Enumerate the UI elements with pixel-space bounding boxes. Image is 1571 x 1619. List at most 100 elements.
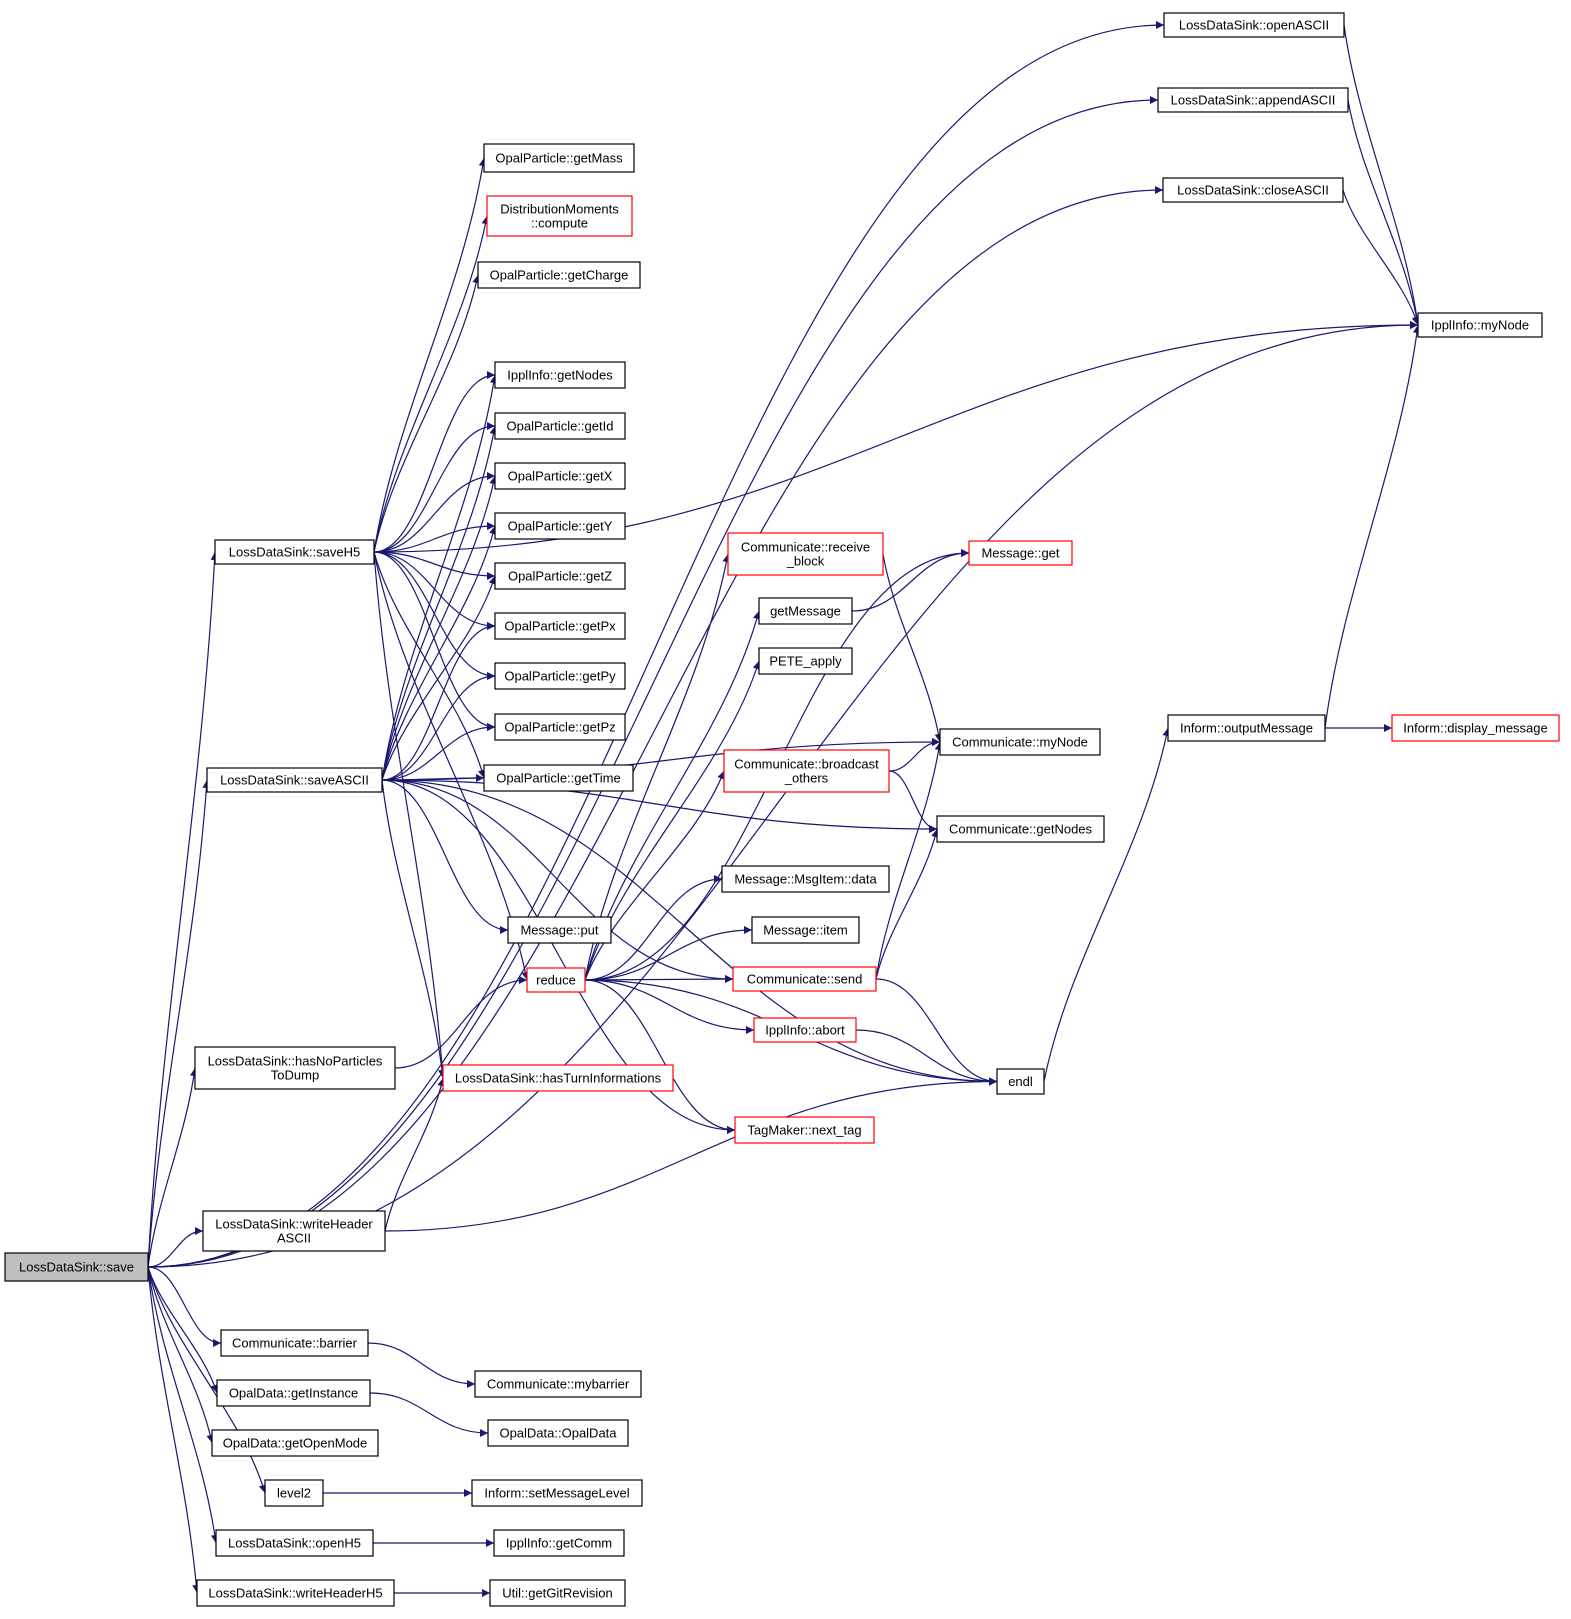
node-barrier[interactable]: Communicate::barrier xyxy=(220,1329,369,1357)
edge-line xyxy=(381,374,498,781)
node-get-charge[interactable]: OpalParticle::getCharge xyxy=(477,261,641,289)
node-comm-get-nodes[interactable]: Communicate::getNodes xyxy=(936,815,1105,843)
node-label: Communicate::barrier xyxy=(232,1336,358,1351)
node-msg-item-data[interactable]: Message::MsgItem::data xyxy=(721,865,890,893)
edge-line xyxy=(373,472,496,553)
edge-saveascii-to-getpy xyxy=(381,672,496,781)
node-get-pz[interactable]: OpalParticle::getPz xyxy=(494,713,626,741)
node-comm-send[interactable]: Communicate::send xyxy=(732,966,877,992)
edge-writeheaderascii-to-hasturninfo xyxy=(384,1077,446,1232)
node-box xyxy=(474,1370,642,1398)
node-endl[interactable]: endl xyxy=(996,1068,1045,1095)
edge-hasnoparticles-to-reduce xyxy=(394,976,528,1069)
edge-line xyxy=(384,1077,998,1232)
node-get-open-mode[interactable]: OpalData::getOpenMode xyxy=(211,1429,379,1457)
edge-line xyxy=(875,741,943,980)
node-ippl-my-node[interactable]: IpplInfo::myNode xyxy=(1417,312,1543,338)
node-save-ascii[interactable]: LossDataSink::saveASCII xyxy=(206,767,383,793)
node-get-px[interactable]: OpalParticle::getPx xyxy=(494,612,626,640)
node-label: _block xyxy=(786,554,825,569)
edge-line xyxy=(381,672,496,781)
edge-saveascii-to-msgput xyxy=(381,779,509,934)
edge-saveascii-to-hasturninfo xyxy=(381,779,447,1079)
node-output-message[interactable]: Inform::outputMessage xyxy=(1167,714,1326,742)
node-get-py[interactable]: OpalParticle::getPy xyxy=(494,662,626,690)
node-save-h5[interactable]: LossDataSink::saveH5 xyxy=(214,539,375,565)
node-box xyxy=(494,713,626,741)
edge-saveascii-to-getx xyxy=(381,475,498,781)
edge-save-to-closeascii xyxy=(147,186,1164,1268)
node-save[interactable]: LossDataSink::save xyxy=(4,1252,149,1282)
node-get-comm[interactable]: IpplInfo::getComm xyxy=(493,1529,625,1557)
node-label: Communicate::receive xyxy=(741,540,870,555)
node-box xyxy=(1162,177,1344,203)
edge-line xyxy=(1324,324,1421,729)
node-box xyxy=(196,1579,395,1607)
node-reduce[interactable]: reduce xyxy=(526,967,586,993)
node-label: OpalParticle::getPx xyxy=(504,619,616,634)
node-level2[interactable]: level2 xyxy=(264,1479,324,1507)
node-write-header-h5[interactable]: LossDataSink::writeHeaderH5 xyxy=(196,1579,395,1607)
edge-saveh5-to-hasturninfo xyxy=(373,551,447,1079)
node-box xyxy=(264,1479,324,1507)
node-box xyxy=(494,562,626,590)
node-box xyxy=(1163,12,1345,38)
node-label: OpalParticle::getPz xyxy=(504,720,615,735)
node-comm-my-node[interactable]: Communicate::myNode xyxy=(939,728,1101,756)
node-get-time[interactable]: OpalParticle::getTime xyxy=(483,764,634,792)
node-get-x[interactable]: OpalParticle::getX xyxy=(494,462,626,490)
node-open-h5[interactable]: LossDataSink::openH5 xyxy=(215,1529,374,1557)
node-dm-compute[interactable]: DistributionMoments::compute xyxy=(486,195,633,237)
edge-line xyxy=(1043,727,1171,1082)
node-mybarrier[interactable]: Communicate::mybarrier xyxy=(474,1370,642,1398)
node-label: level2 xyxy=(277,1486,311,1501)
edge-reduce-to-ipplabort xyxy=(584,979,755,1034)
node-box xyxy=(4,1252,149,1282)
node-label: LossDataSink::writeHeader xyxy=(215,1217,373,1232)
node-label: LossDataSink::hasNoParticles xyxy=(208,1054,383,1069)
node-msg-put[interactable]: Message::put xyxy=(507,916,612,944)
node-get-id[interactable]: OpalParticle::getId xyxy=(494,412,626,440)
node-display-message[interactable]: Inform::display_message xyxy=(1391,714,1560,742)
node-opal-data[interactable]: OpalData::OpalData xyxy=(487,1419,629,1447)
edge-line xyxy=(584,979,755,1034)
edge-getinstance-to-opaldata xyxy=(369,1392,489,1437)
edge-line xyxy=(888,770,938,833)
node-open-ascii[interactable]: LossDataSink::openASCII xyxy=(1163,12,1345,38)
node-label: LossDataSink::save xyxy=(19,1260,134,1275)
edge-saveh5-to-gety xyxy=(373,522,496,553)
node-label: OpalParticle::getX xyxy=(508,469,613,484)
nodes-layer: LossDataSink::save LossDataSink::openASCI… xyxy=(4,12,1560,1607)
node-broadcast-others[interactable]: Communicate::broadcast_others xyxy=(723,749,890,793)
node-get-git-revision[interactable]: Util::getGitRevision xyxy=(489,1579,626,1607)
node-msg-get[interactable]: Message::get xyxy=(968,540,1073,566)
node-receive-block[interactable]: Communicate::receive_block xyxy=(727,532,884,576)
edge-saveascii-to-getid xyxy=(381,425,498,781)
node-has-turn-info[interactable]: LossDataSink::hasTurnInformations xyxy=(442,1064,674,1092)
edge-line xyxy=(147,1266,222,1347)
node-ippl-abort[interactable]: IpplInfo::abort xyxy=(753,1017,857,1043)
node-append-ascii[interactable]: LossDataSink::appendASCII xyxy=(1157,87,1349,113)
node-set-message-level[interactable]: Inform::setMessageLevel xyxy=(471,1479,643,1507)
node-pete-apply[interactable]: PETE_apply xyxy=(758,647,853,675)
edge-saveascii-to-getz xyxy=(381,575,497,781)
node-get-instance[interactable]: OpalData::getInstance xyxy=(216,1379,371,1407)
node-box xyxy=(486,195,633,237)
node-get-message[interactable]: getMessage xyxy=(758,597,853,625)
edge-line xyxy=(373,422,496,553)
node-get-y[interactable]: OpalParticle::getY xyxy=(494,512,626,540)
edge-saveascii-to-endl xyxy=(381,779,998,1086)
node-get-z[interactable]: OpalParticle::getZ xyxy=(494,562,626,590)
node-msg-item[interactable]: Message::item xyxy=(751,916,860,944)
edge-line xyxy=(1347,99,1421,326)
node-ippl-get-nodes[interactable]: IpplInfo::getNodes xyxy=(494,361,626,389)
node-get-mass[interactable]: OpalParticle::getMass xyxy=(483,143,635,173)
node-box xyxy=(727,532,884,576)
edge-line xyxy=(584,770,725,981)
node-box xyxy=(483,764,634,792)
node-label: LossDataSink::hasTurnInformations xyxy=(455,1071,662,1086)
node-close-ascii[interactable]: LossDataSink::closeASCII xyxy=(1162,177,1344,203)
node-next-tag[interactable]: TagMaker::next_tag xyxy=(734,1116,875,1144)
